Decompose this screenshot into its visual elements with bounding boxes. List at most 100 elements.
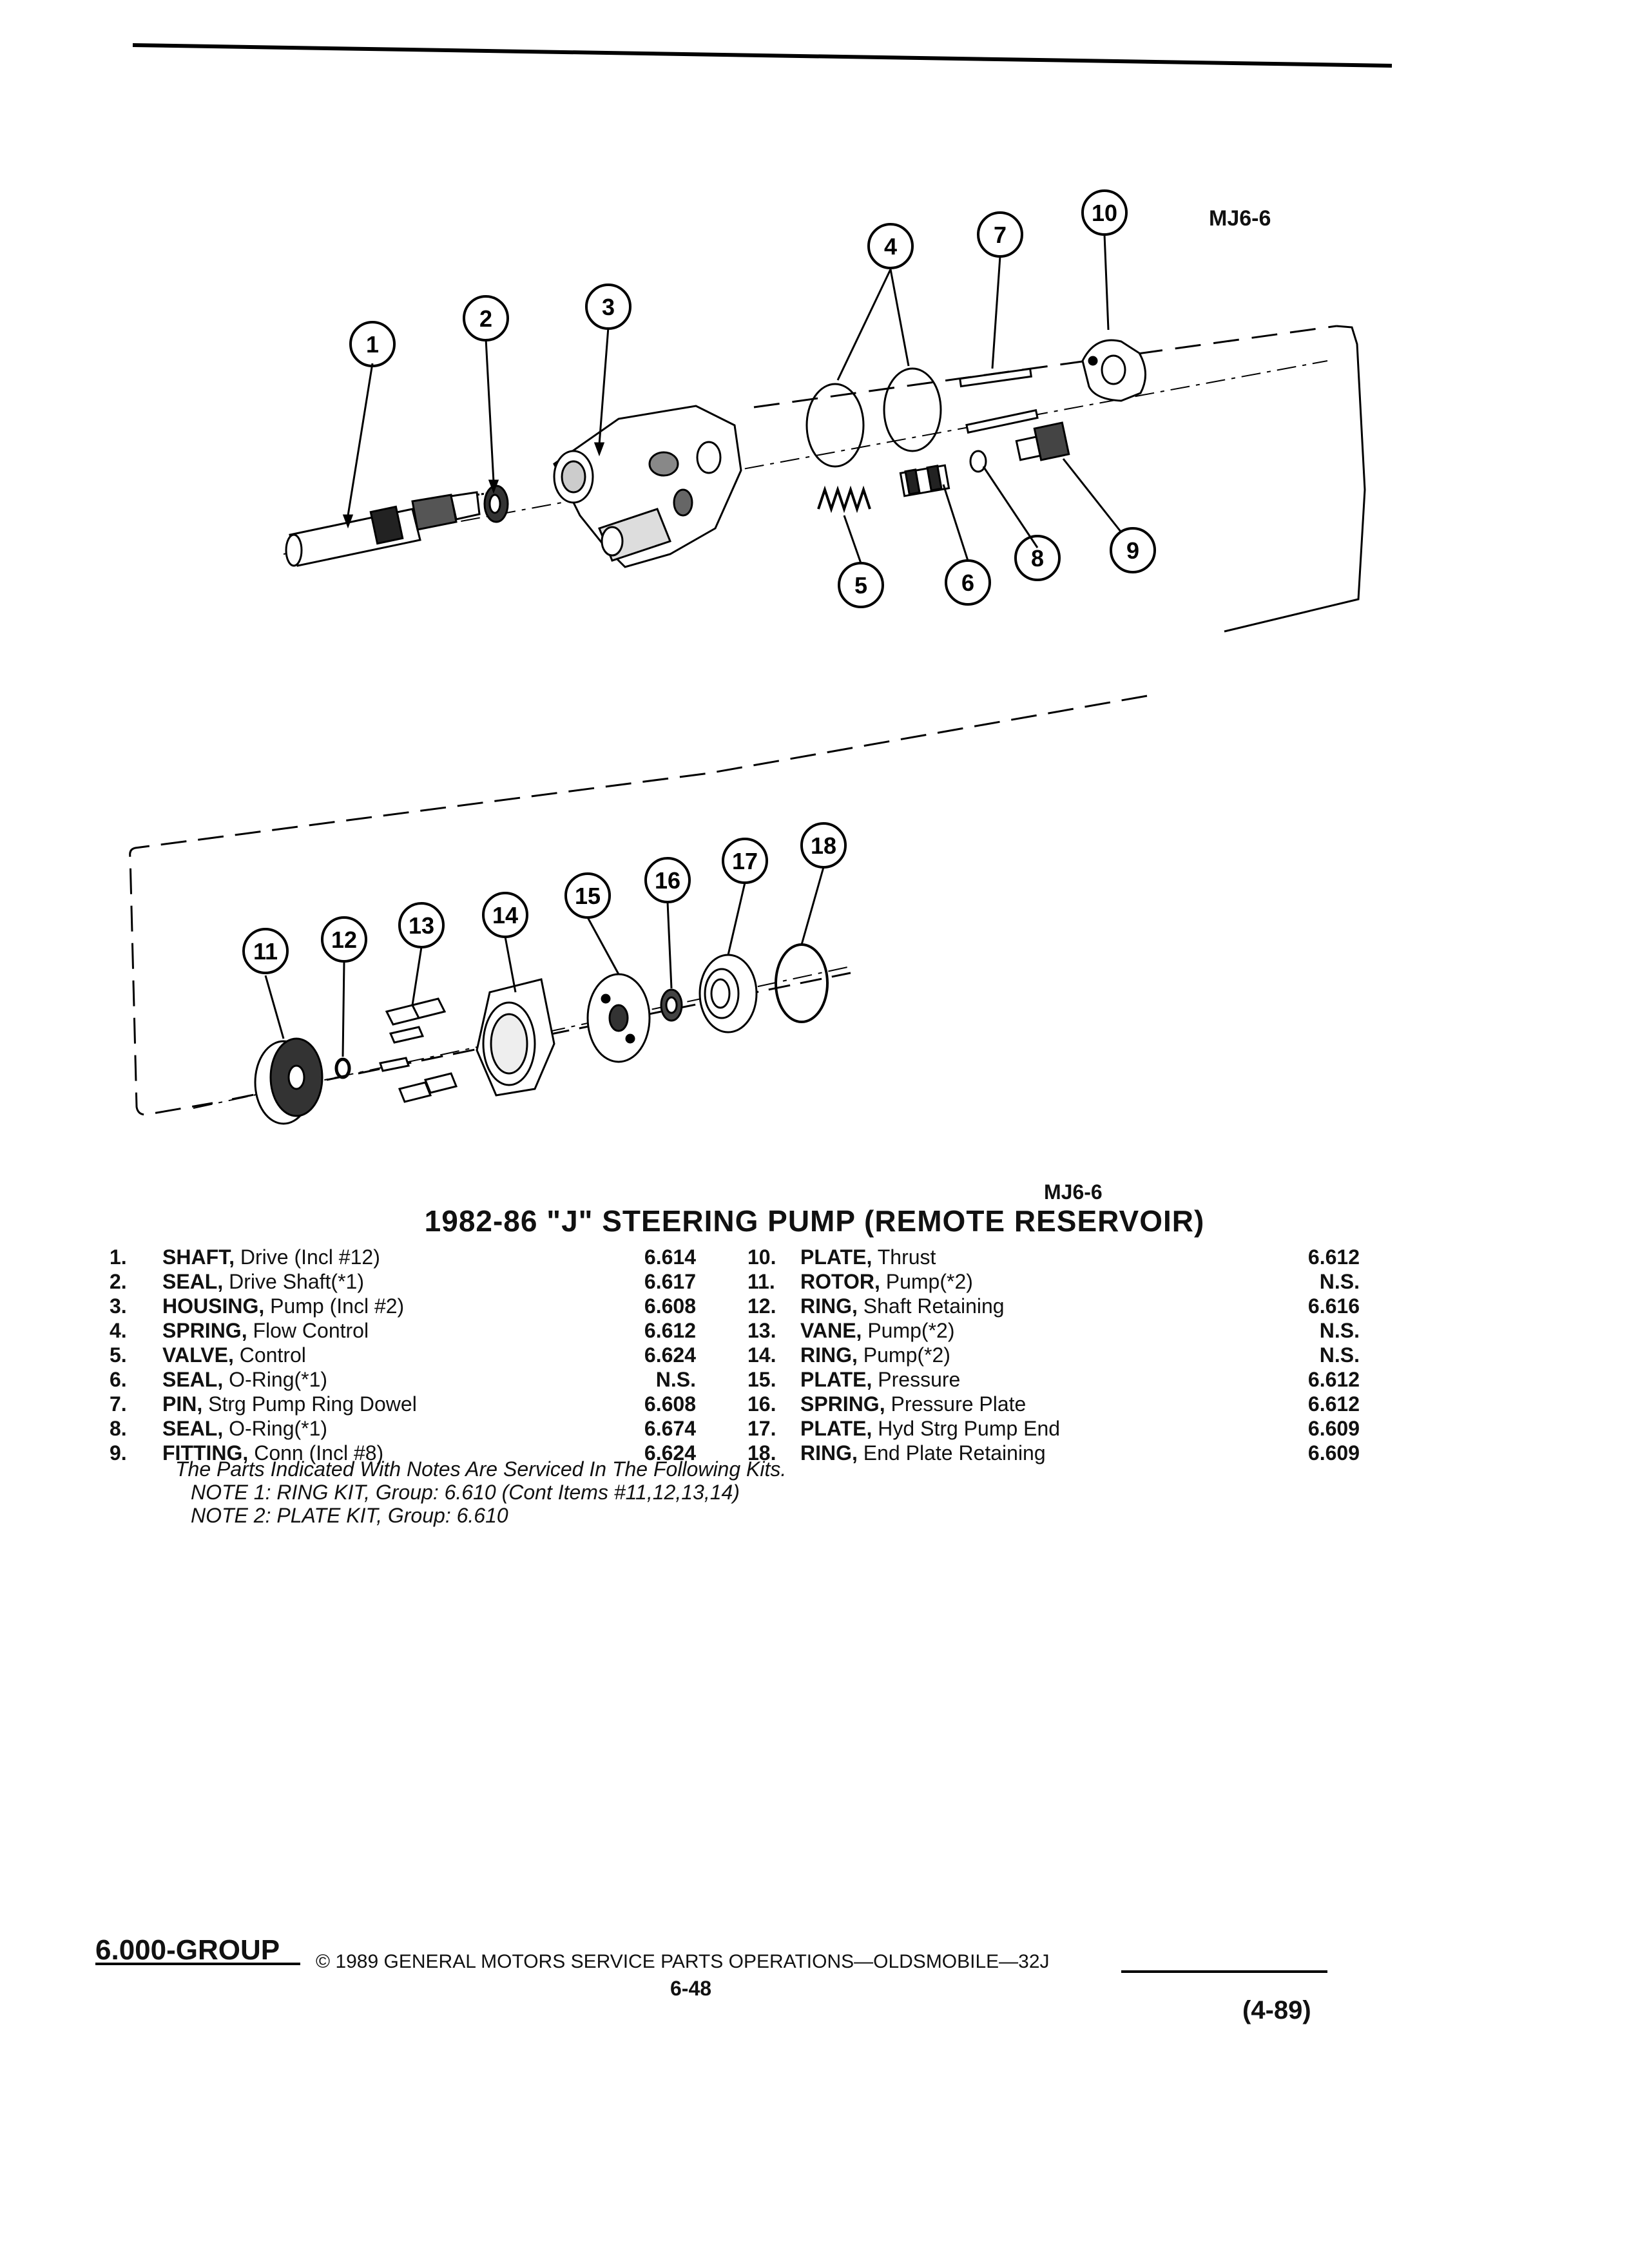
callout-circle xyxy=(1014,535,1061,581)
part-group-code: 6.674 xyxy=(644,1417,696,1440)
part-description: O-Ring(*1) xyxy=(223,1417,328,1440)
part-description: End Plate Retaining xyxy=(857,1441,1046,1465)
part-name: RING, Shaft Retaining xyxy=(800,1294,1005,1318)
part-row: 14.RING, Pump(*2)N.S. xyxy=(747,1343,1366,1367)
part-name-bold: SEAL, xyxy=(162,1368,224,1391)
part-name-bold: SHAFT, xyxy=(162,1245,235,1269)
callout-number: 3 xyxy=(602,294,615,320)
part-number: 1. xyxy=(110,1245,127,1269)
footer-page-number: 6-48 xyxy=(670,1977,712,2000)
part-name-bold: SPRING, xyxy=(162,1319,247,1342)
part-name: PIN, Strg Pump Ring Dowel xyxy=(162,1392,417,1416)
footer-copyright: © 1989 GENERAL MOTORS SERVICE PARTS OPER… xyxy=(316,1951,1050,1972)
footer-date: (4-89) xyxy=(1242,1996,1311,2024)
part-name: SHAFT, Drive (Incl #12) xyxy=(162,1245,380,1269)
part-group-code: 6.612 xyxy=(1307,1245,1360,1269)
part-number: 11. xyxy=(747,1270,775,1293)
part-name-bold: PLATE, xyxy=(800,1245,872,1269)
callout-number: 17 xyxy=(732,848,758,874)
part-14-pump-ring xyxy=(476,978,555,1097)
callout-number: 14 xyxy=(492,902,518,928)
note-line: NOTE 1: RING KIT, Group: 6.610 (Cont Ite… xyxy=(191,1481,740,1504)
part-10-thrust-plate xyxy=(1081,339,1147,402)
part-7-pins xyxy=(959,367,1039,434)
part-name: PLATE, Thrust xyxy=(800,1245,936,1269)
part-row: 13.VANE, Pump(*2)N.S. xyxy=(747,1318,1366,1343)
part-name: VANE, Pump(*2) xyxy=(800,1318,954,1343)
part-name-bold: PIN, xyxy=(162,1392,203,1416)
part-description: Drive (Incl #12) xyxy=(235,1245,380,1269)
part-group-code: 6.609 xyxy=(1307,1441,1360,1465)
part-number: 15. xyxy=(747,1368,776,1391)
part-group-code: 6.614 xyxy=(644,1245,696,1269)
part-description: Thrust xyxy=(872,1245,936,1269)
part-group-code: 6.617 xyxy=(644,1270,696,1293)
part-name-bold: VALVE, xyxy=(162,1343,234,1367)
part-name: SEAL, O-Ring(*1) xyxy=(162,1416,327,1441)
part-group-code: 6.612 xyxy=(644,1319,696,1342)
caption-ref-code: MJ6-6 xyxy=(1044,1180,1103,1204)
part-name-bold: PLATE, xyxy=(800,1417,872,1440)
part-description: Shaft Retaining xyxy=(857,1294,1005,1318)
note-line: NOTE 2: PLATE KIT, Group: 6.610 xyxy=(191,1504,508,1527)
part-description: Drive Shaft(*1) xyxy=(223,1270,364,1293)
part-5-valve xyxy=(899,464,950,497)
part-description: Pump (Incl #2) xyxy=(264,1294,405,1318)
part-17-end-plate xyxy=(699,954,758,1033)
part-number: 17. xyxy=(747,1417,776,1440)
part-name: VALVE, Control xyxy=(162,1343,306,1367)
part-12-ring xyxy=(334,1057,351,1079)
callout-circle xyxy=(321,916,367,963)
part-15-pressure-plate xyxy=(586,973,651,1063)
part-description: Pump(*2) xyxy=(862,1319,955,1342)
part-row: 6.SEAL, O-Ring(*1)N.S. xyxy=(110,1367,702,1392)
part-3-housing xyxy=(553,405,742,568)
part-name: PLATE, Hyd Strg Pump End xyxy=(800,1416,1060,1441)
callout-number: 8 xyxy=(1031,545,1044,572)
part-name: PLATE, Pressure xyxy=(800,1367,960,1392)
callout-circle xyxy=(1110,527,1156,573)
part-2-seal xyxy=(483,485,509,523)
part-name-bold: SEAL, xyxy=(162,1270,224,1293)
part-name: SEAL, O-Ring(*1) xyxy=(162,1367,327,1392)
part-group-code: 6.608 xyxy=(644,1392,696,1416)
part-name-bold: RING, xyxy=(800,1343,858,1367)
part-group-code: N.S. xyxy=(1319,1319,1360,1342)
part-name: SPRING, Flow Control xyxy=(162,1318,369,1343)
part-description: Control xyxy=(233,1343,306,1367)
part-number: 18. xyxy=(747,1441,776,1465)
part-9-fitting xyxy=(1015,421,1070,461)
callout-number: 9 xyxy=(1126,537,1139,564)
part-number: 3. xyxy=(110,1294,127,1318)
callout-number: 15 xyxy=(575,883,601,909)
part-name-bold: ROTOR, xyxy=(800,1270,880,1293)
part-row: 11.ROTOR, Pump(*2)N.S. xyxy=(747,1269,1366,1294)
part-group-code: 6.616 xyxy=(1307,1294,1360,1318)
callout-number: 13 xyxy=(409,912,434,939)
part-group-code: 6.624 xyxy=(644,1441,696,1465)
part-description: Pump(*2) xyxy=(880,1270,973,1293)
upper-centerline xyxy=(283,360,1328,555)
part-description: Strg Pump Ring Dowel xyxy=(202,1392,417,1416)
callout-number: 16 xyxy=(655,867,680,894)
part-group-code: N.S. xyxy=(1319,1343,1360,1367)
part-description: Pump(*2) xyxy=(857,1343,950,1367)
part-11-rotor xyxy=(254,1037,323,1125)
upper-panel xyxy=(753,325,1366,633)
part-8-seal xyxy=(969,450,987,473)
part-group-code: 6.608 xyxy=(644,1294,696,1318)
part-number: 5. xyxy=(110,1343,127,1367)
part-description: Hyd Strg Pump End xyxy=(872,1417,1061,1440)
top-rule xyxy=(132,43,1393,68)
part-name: SPRING, Pressure Plate xyxy=(800,1392,1026,1416)
callout-number: 5 xyxy=(854,572,867,599)
part-name-bold: VANE, xyxy=(800,1319,862,1342)
callout-number: 4 xyxy=(884,233,897,260)
part-name: HOUSING, Pump (Incl #2) xyxy=(162,1294,404,1318)
